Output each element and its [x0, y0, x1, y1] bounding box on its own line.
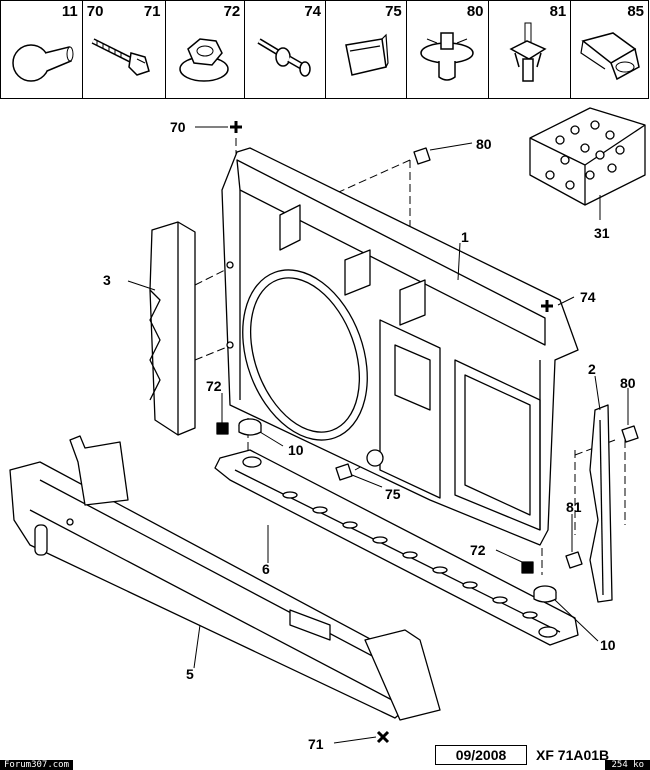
lower-crossmember-part-6: [214, 449, 579, 646]
legend-cell-11: 11: [1, 1, 83, 98]
bumper-beam-part-5: [9, 435, 441, 721]
callout-10: 10: [288, 442, 304, 458]
revision-date: 09/2008: [435, 745, 527, 765]
legend-number: 70: [86, 3, 104, 20]
stud-bolt-icon: [257, 38, 311, 77]
fasteners: [216, 121, 639, 744]
legend-number: 71: [143, 3, 161, 20]
callout-3: 3: [103, 272, 111, 288]
side-deflector-part-3: [149, 221, 196, 436]
duct-clip-icon: [580, 32, 641, 81]
legend-number: 72: [223, 3, 241, 20]
callout-31: 31: [594, 225, 610, 241]
leader-lines: [127, 126, 629, 744]
spring-clip-icon: [508, 22, 547, 82]
legend-cell-85: 85: [571, 1, 648, 98]
callout-74: 74: [580, 289, 596, 305]
flange-nut-icon: [178, 38, 229, 82]
callout-72: 72: [470, 542, 486, 558]
diagram-code: XF 71A01B: [536, 747, 610, 763]
legend-number: 85: [627, 3, 645, 20]
legend-number: 75: [385, 3, 402, 20]
legend-number: 74: [304, 3, 321, 20]
callout-80: 80: [476, 136, 492, 152]
fastener-kit-part-31: [529, 107, 646, 206]
push-rivet-icon: [420, 32, 474, 81]
callout-71: 71: [308, 736, 324, 752]
legend-cell-75: 75: [326, 1, 407, 98]
callout-10: 10: [600, 637, 616, 653]
callout-1: 1: [461, 229, 469, 245]
legend-number: 80: [466, 3, 484, 20]
legend-cell-81: 81: [489, 1, 572, 98]
callout-6: 6: [262, 561, 270, 577]
callout-80: 80: [620, 375, 636, 391]
callout-81: 81: [566, 499, 582, 515]
bulb-clip-icon: [12, 44, 74, 82]
callout-2: 2: [588, 361, 596, 377]
bolt-icon: [91, 38, 150, 76]
legend-number: 11: [61, 3, 78, 20]
file-size-label: 254 ko: [605, 760, 650, 770]
legend-cell-80: 80: [407, 1, 489, 98]
callout-72: 72: [206, 378, 222, 394]
side-deflector-part-2: [589, 404, 613, 603]
callout-5: 5: [186, 666, 194, 682]
front-end-panel-part-1: [221, 147, 579, 546]
site-watermark: Forum307.com: [0, 760, 74, 770]
legend-cell-70-71: 70 71: [83, 1, 166, 98]
legend-cell-74: 74: [245, 1, 326, 98]
parts-legend: 11 70 71 72: [0, 0, 649, 99]
legend-cell-72: 72: [166, 1, 246, 98]
callout-70: 70: [170, 119, 186, 135]
bracket-clip-icon: [345, 33, 389, 76]
callout-75: 75: [385, 486, 401, 502]
legend-number: 81: [549, 3, 567, 20]
